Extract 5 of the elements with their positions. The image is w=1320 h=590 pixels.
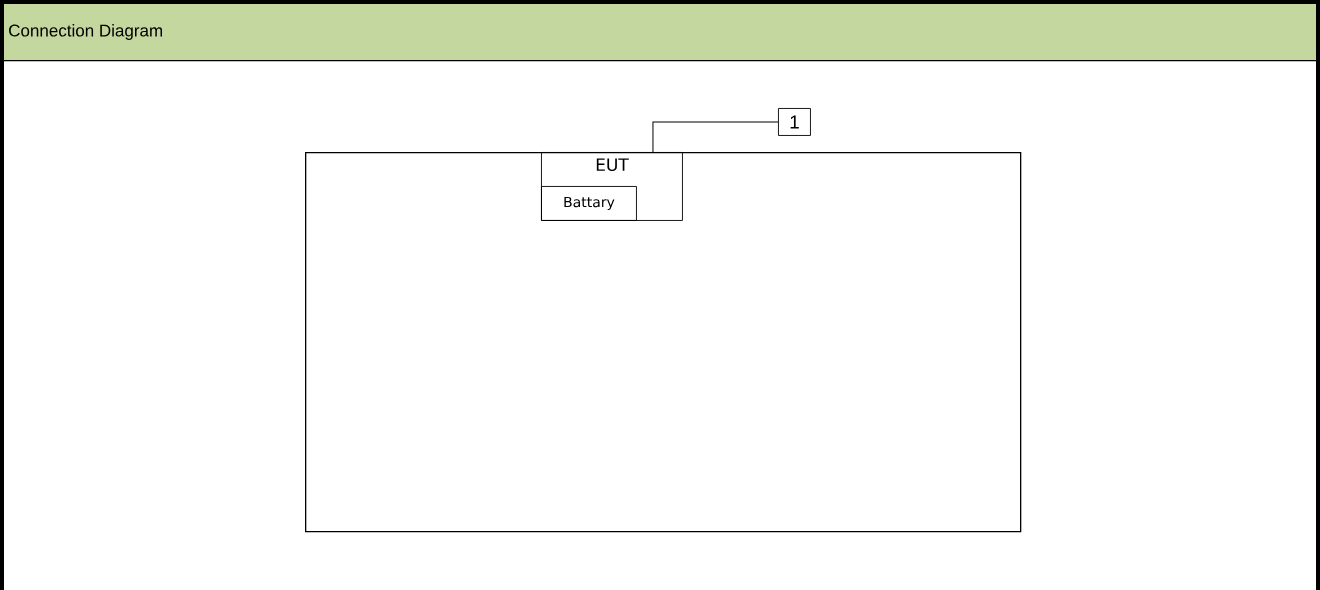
battery-box: Battary <box>541 186 637 221</box>
header-band: Connection Diagram <box>2 2 1320 62</box>
callout-number: 1 <box>778 108 811 136</box>
leader-line <box>652 121 779 153</box>
test-area-box <box>305 152 1022 533</box>
